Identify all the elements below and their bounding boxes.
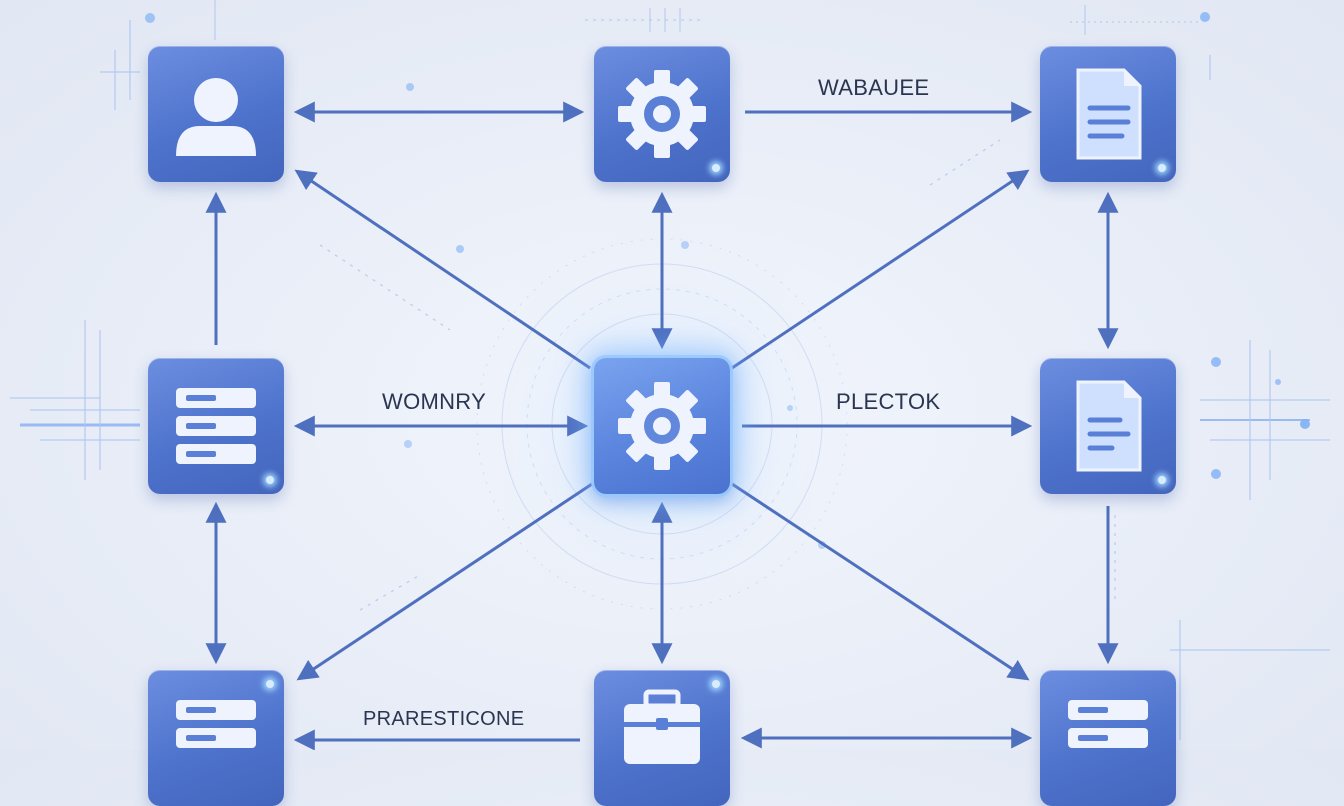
document-icon (1076, 380, 1142, 472)
user-node[interactable] (148, 46, 284, 182)
hub-gear-node[interactable] (594, 358, 730, 494)
bottom-left-server-node[interactable] (148, 670, 284, 806)
left-server-node[interactable] (148, 358, 284, 494)
bottom-briefcase-node[interactable] (594, 670, 730, 806)
arrow-hub-to-bottom-right-server (731, 482, 1030, 681)
document-icon (1076, 68, 1142, 160)
edge-label-bottom: PRARESTICONE (363, 708, 525, 730)
bottom-right-server-node[interactable] (1040, 670, 1176, 806)
top-gear-node[interactable] (594, 46, 730, 182)
briefcase-icon (624, 689, 700, 764)
gear-icon (618, 70, 706, 158)
arrow-hub-to-top-document (731, 169, 1030, 370)
right-document-node[interactable] (1040, 358, 1176, 494)
connectors (205, 101, 1119, 750)
workflow-diagram: WABAUEE WOMNRY PLECTOK PRARESTICONE (10, 0, 1330, 806)
server-icon (176, 388, 256, 464)
edge-label-middle-left: WOMNRY (382, 389, 487, 414)
edge-label-top: WABAUEE (818, 75, 930, 100)
user-icon (176, 78, 256, 156)
arrow-hub-to-bottom-left-server (296, 482, 593, 681)
gear-icon (618, 382, 706, 470)
server-icon (1068, 700, 1148, 748)
arrow-hub-to-user (294, 169, 591, 370)
server-icon (176, 700, 256, 748)
top-document-node[interactable] (1040, 46, 1176, 182)
edge-label-middle-right: PLECTOK (836, 389, 941, 414)
